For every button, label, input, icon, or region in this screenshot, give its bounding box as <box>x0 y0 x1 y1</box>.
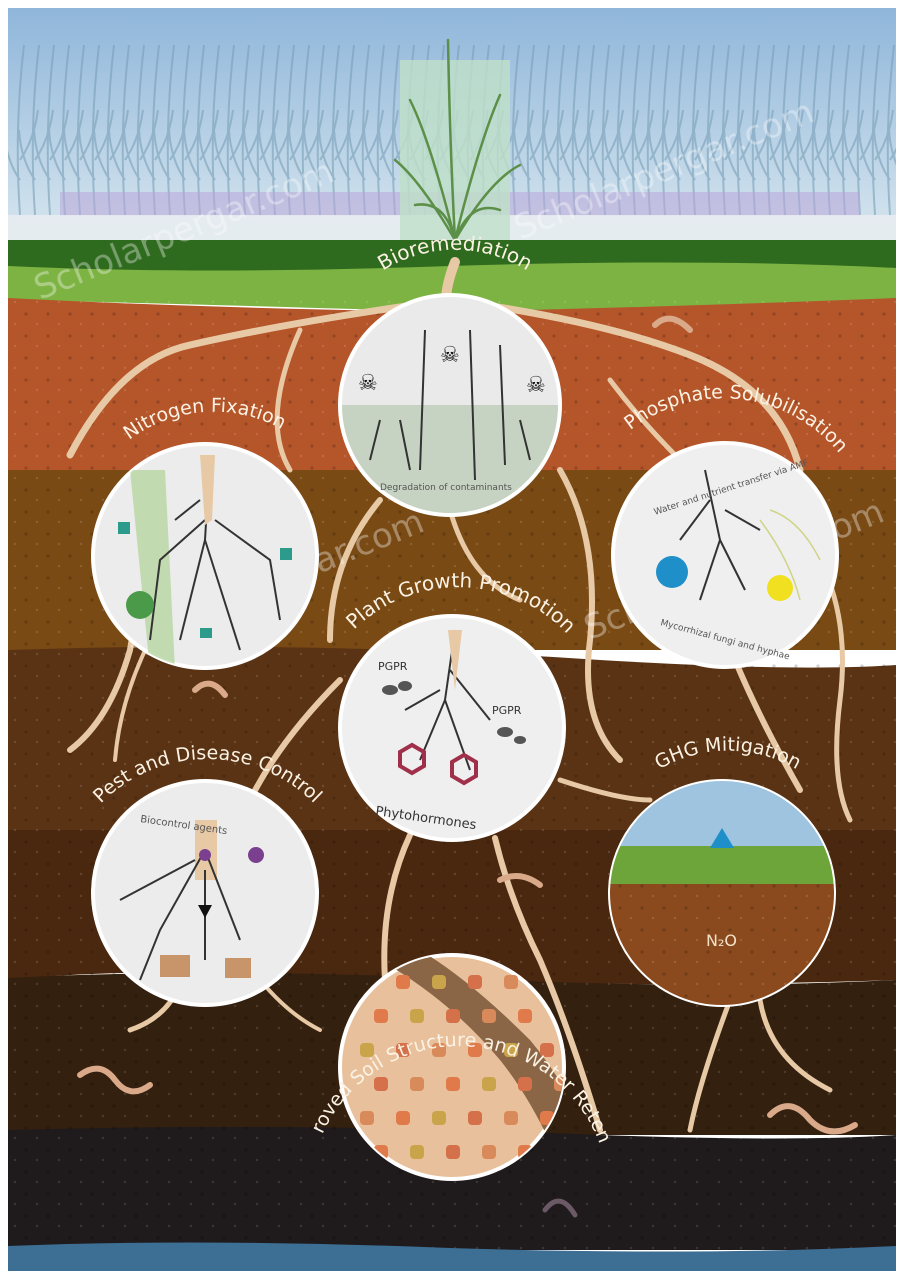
soil-aggregate <box>468 1111 482 1125</box>
bacteria-icon <box>280 548 292 560</box>
soil-aggregate <box>360 1043 374 1057</box>
svg-text:☠: ☠ <box>440 343 460 368</box>
central-plant <box>395 40 520 245</box>
nitrogen-fixation-circle <box>93 444 317 670</box>
plant-growth-promotion-circle: PGPR PGPR Phytohormones <box>340 616 564 840</box>
soil-aggregate <box>432 975 446 989</box>
soil-aggregate <box>410 1145 424 1159</box>
phosphate-particle-icon <box>656 556 688 588</box>
soil-aggregate <box>446 1009 460 1023</box>
soil-aggregate <box>432 1111 446 1125</box>
bacteria-icon <box>118 522 130 534</box>
soil-aggregate <box>374 1077 388 1091</box>
soil-aggregate <box>360 1111 374 1125</box>
soil-aggregate <box>410 1077 424 1091</box>
bacteria-icon <box>126 591 154 619</box>
soil-aggregate <box>518 1077 532 1091</box>
soil-aggregate <box>482 1145 496 1159</box>
soil-aggregate <box>518 1009 532 1023</box>
soil-aggregate <box>396 975 410 989</box>
soil-aggregate <box>468 975 482 989</box>
soil-aggregate <box>374 1009 388 1023</box>
soil-aggregate <box>446 1077 460 1091</box>
soil-aggregate <box>482 1077 496 1091</box>
n2o-label: N₂O <box>706 931 737 950</box>
phosphate-solubilisation-circle: Water and nutrient transfer via AMF Myco… <box>613 443 837 667</box>
phosphate-particle-icon <box>767 575 793 601</box>
pest-disease-control-circle: Biocontrol agents <box>93 781 317 1005</box>
soil-aggregate <box>410 1009 424 1023</box>
bacteria-icon <box>200 628 212 638</box>
svg-text:☠: ☠ <box>358 371 378 396</box>
soil-aggregate <box>396 1111 410 1125</box>
bioremediation-circle: ☠ ☠ ☠ Degradation of contaminants <box>340 295 560 515</box>
pgpr-label-2: PGPR <box>492 704 522 717</box>
pgpr-label-1: PGPR <box>378 660 408 673</box>
soil-aggregate <box>504 975 518 989</box>
svg-text:☠: ☠ <box>526 373 546 398</box>
soil-aggregate <box>446 1145 460 1159</box>
soil-aggregate <box>504 1111 518 1125</box>
bioremediation-inner-label: Degradation of contaminants <box>380 483 512 493</box>
soil-aggregate <box>482 1009 496 1023</box>
